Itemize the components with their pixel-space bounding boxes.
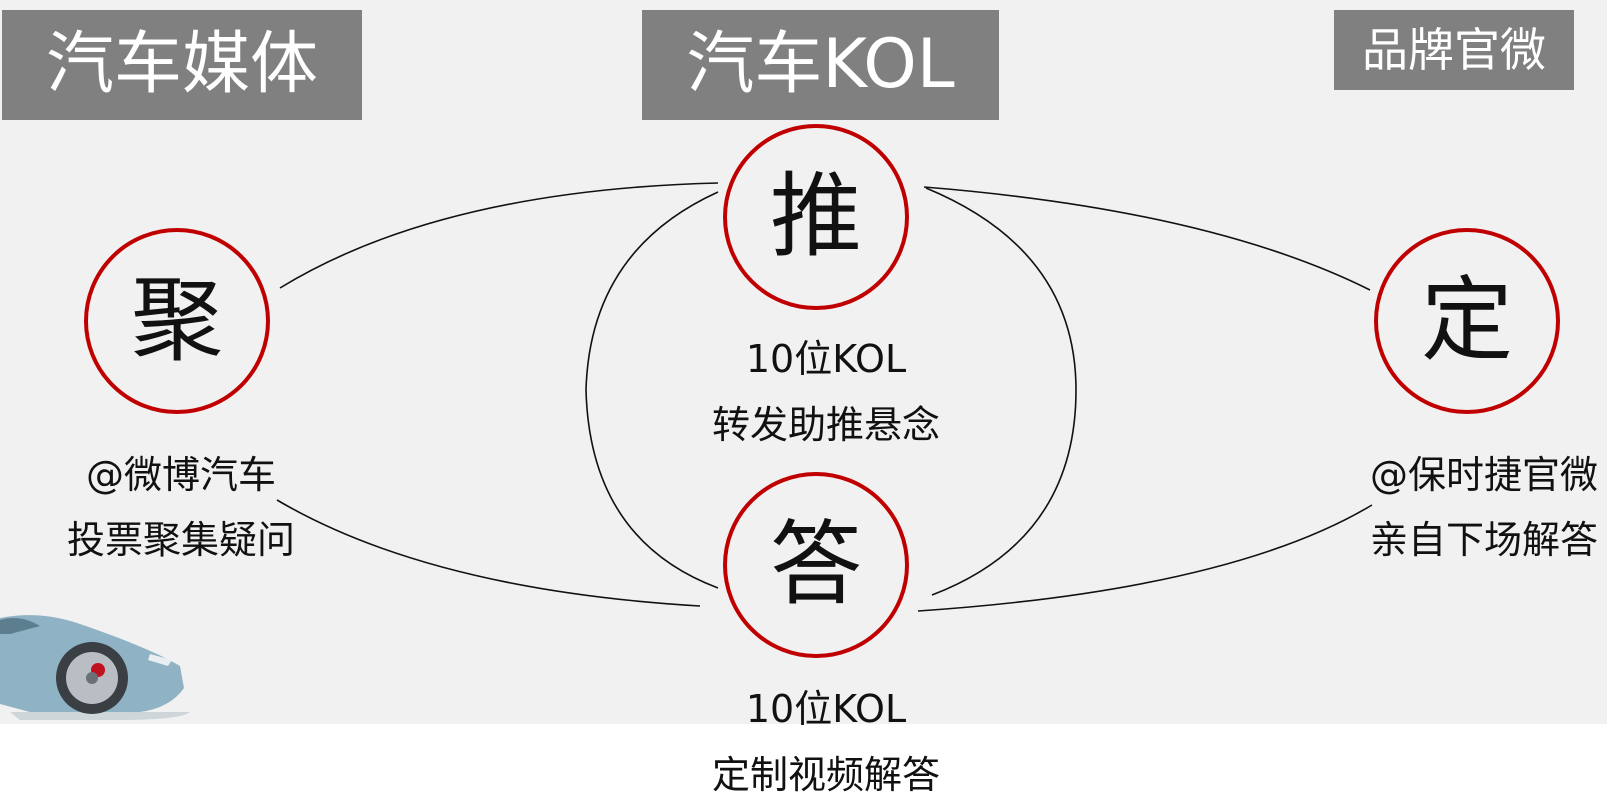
tag-brand-weibo: 品牌官微 — [1334, 10, 1574, 90]
node-ju-caption-1: @微博汽车 — [85, 453, 277, 497]
link-tui-da-right — [925, 187, 1077, 596]
node-tui-caption-2: 转发助推悬念 — [711, 403, 941, 447]
node-ju-circle: 聚 — [84, 228, 270, 414]
node-da-caption-1: 10位KOL — [745, 687, 907, 731]
link-tui-ding — [923, 186, 1371, 291]
link-ju-tui — [279, 182, 719, 289]
node-da-caption-2: 定制视频解答 — [711, 753, 941, 797]
node-ding-circle: 定 — [1374, 228, 1560, 414]
node-ding-caption-1: @保时捷官微 — [1369, 453, 1599, 497]
link-da-ding — [917, 504, 1373, 612]
car-illustration — [0, 615, 190, 720]
node-ju-char: 聚 — [130, 267, 223, 374]
node-tui-char: 推 — [769, 163, 862, 270]
node-da-circle: 答 — [723, 472, 909, 658]
link-tui-da-left — [585, 191, 719, 589]
node-tui-caption-1: 10位KOL — [745, 337, 907, 381]
car-wheel-hub — [86, 672, 98, 684]
bottom-strip — [0, 724, 1607, 801]
node-da-char: 答 — [769, 511, 862, 618]
car-window — [0, 618, 40, 634]
tag-auto-kol: 汽车KOL — [642, 10, 999, 120]
node-ding-char: 定 — [1420, 267, 1513, 374]
car-headlight — [148, 654, 172, 666]
link-ju-da — [276, 499, 701, 607]
car-shadow — [10, 712, 190, 720]
node-tui-circle: 推 — [723, 124, 909, 310]
node-ding-caption-2: 亲自下场解答 — [1369, 518, 1599, 562]
node-ju-caption-2: 投票聚集疑问 — [66, 518, 296, 562]
tag-auto-media: 汽车媒体 — [2, 10, 362, 120]
